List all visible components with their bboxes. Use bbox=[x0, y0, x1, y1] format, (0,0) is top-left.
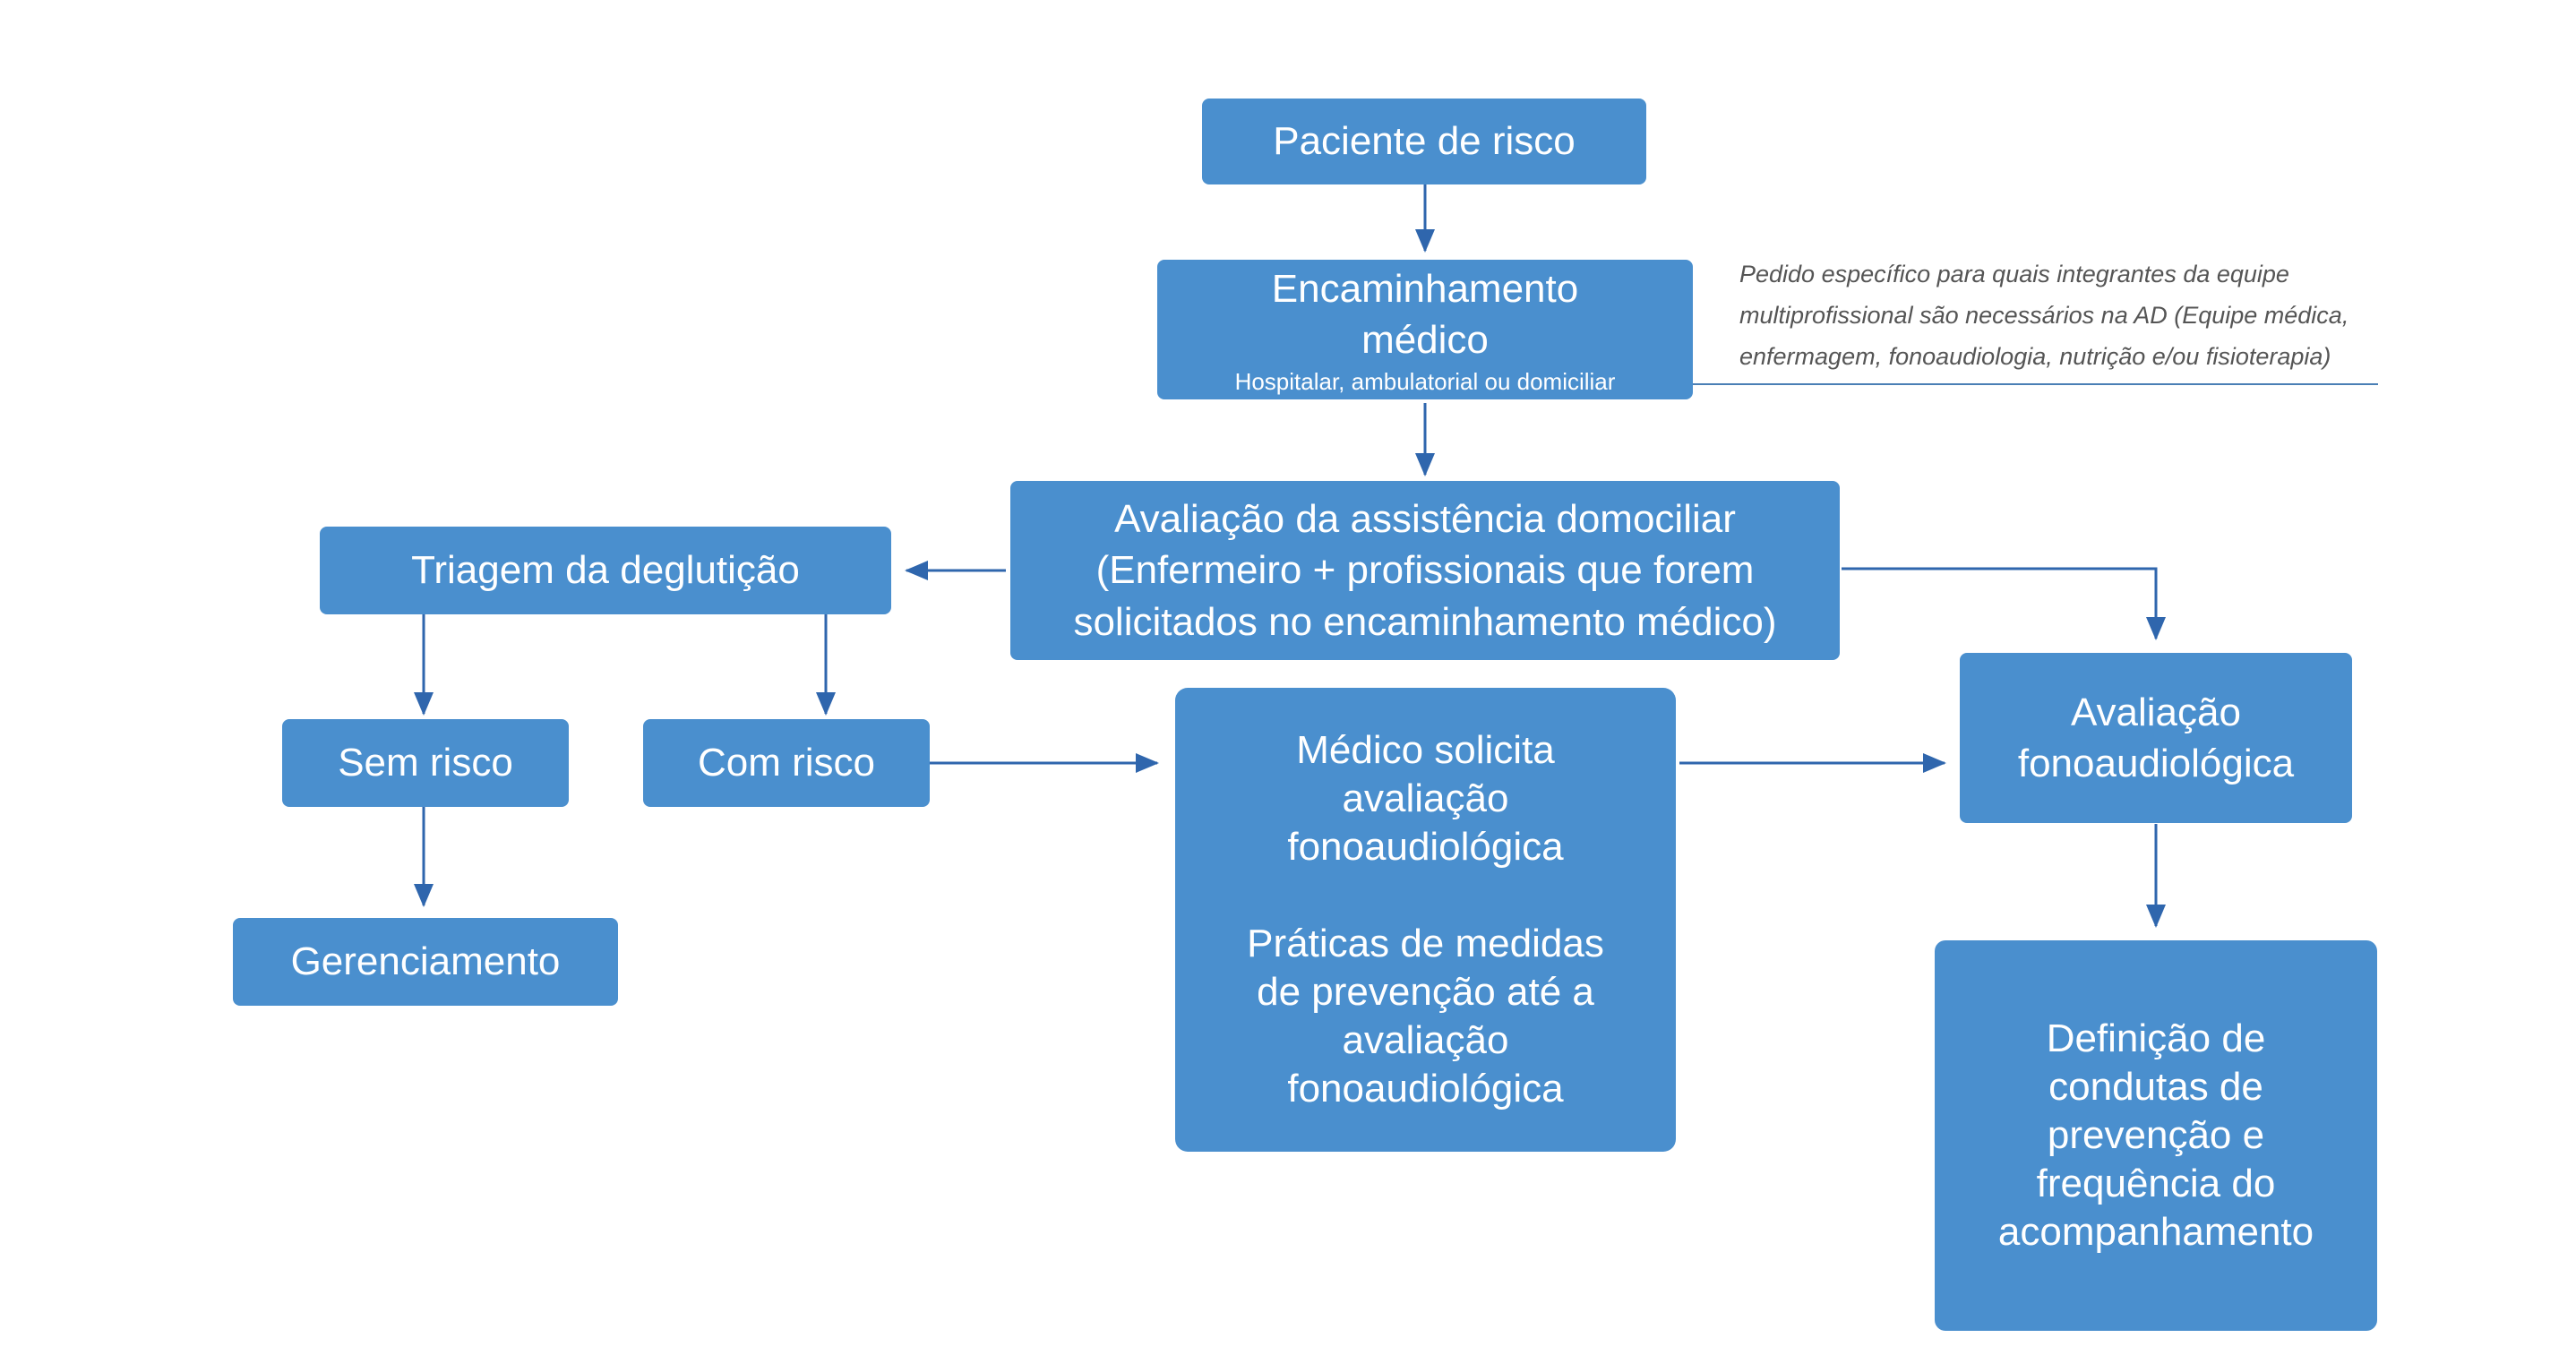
arrow-avaliacao-ad-to-avaliacao-fono bbox=[1842, 567, 2166, 640]
node-label: Paciente de risco bbox=[1273, 119, 1576, 164]
node-avaliacao-fonoaudiologica: Avaliação fonoaudiológica bbox=[1960, 653, 2352, 823]
node-triagem-da-degluticao: Triagem da deglutição bbox=[320, 527, 891, 614]
node-label: Encaminhamento médico bbox=[1271, 267, 1579, 363]
node-com-risco: Com risco bbox=[643, 719, 930, 807]
node-label: Com risco bbox=[697, 741, 876, 785]
node-label: Gerenciamento bbox=[290, 939, 561, 984]
node-label: Sem risco bbox=[338, 741, 513, 785]
node-sublabel: Hospitalar, ambulatorial ou domiciliar bbox=[1234, 367, 1616, 395]
node-gerenciamento: Gerenciamento bbox=[233, 918, 618, 1006]
node-encaminhamento-medico: Encaminhamento médico Hospitalar, ambula… bbox=[1157, 260, 1693, 399]
node-label: Avaliação da assistência domociliar (Enf… bbox=[1073, 497, 1777, 644]
node-label: Triagem da deglutição bbox=[411, 548, 800, 593]
node-avaliacao-assistencia-domiciliar: Avaliação da assistência domociliar (Enf… bbox=[1010, 481, 1840, 660]
node-sem-risco: Sem risco bbox=[282, 719, 569, 807]
node-label: Definição de condutas de prevenção e fre… bbox=[1997, 1016, 2314, 1254]
node-label: Médico solicita avaliação fonoaudiológic… bbox=[1247, 728, 1604, 1111]
node-definicao-de-condutas: Definição de condutas de prevenção e fre… bbox=[1935, 940, 2377, 1331]
node-paciente-de-risco: Paciente de risco bbox=[1202, 99, 1646, 184]
node-medico-solicita-avaliacao: Médico solicita avaliação fonoaudiológic… bbox=[1175, 688, 1676, 1152]
note-pedido-especifico: Pedido específico para quais integrantes… bbox=[1739, 261, 2349, 370]
node-label: Avaliação fonoaudiológica bbox=[2017, 690, 2295, 785]
